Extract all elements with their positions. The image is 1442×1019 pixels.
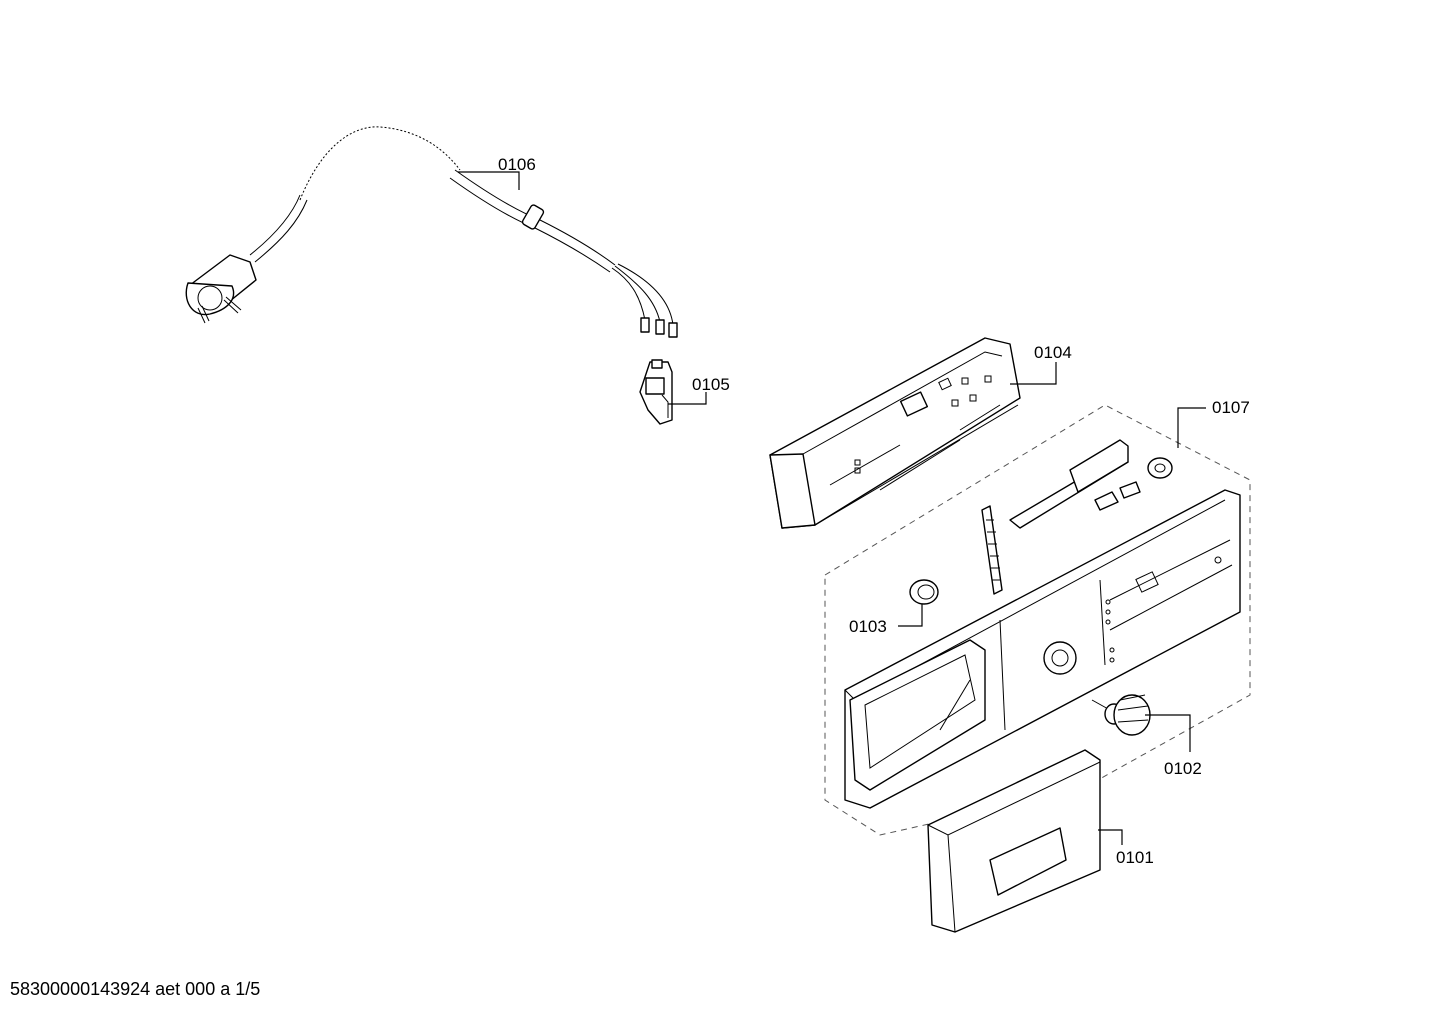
part-0102-callout: 0102 (1145, 714, 1202, 778)
selector-knob (1091, 694, 1151, 736)
part-0103-callout: 0103 (849, 604, 923, 636)
power-cord-assembly (185, 126, 678, 338)
part-label-0106: 0106 (498, 155, 536, 174)
strain-relief-clip (639, 359, 673, 425)
part-0104-callout: 0104 (1010, 343, 1072, 385)
control-panel-fascia (844, 489, 1241, 809)
mounting-clips (1094, 481, 1141, 511)
part-label-0102: 0102 (1164, 759, 1202, 778)
part-label-0105: 0105 (692, 375, 730, 394)
part-label-0101: 0101 (1116, 848, 1154, 867)
part-0101-callout: 0101 (1098, 829, 1154, 867)
spacer-sleeve (1147, 457, 1173, 479)
assembly-group-outline (824, 404, 1251, 836)
comb-light-guide (981, 505, 1003, 595)
part-0105-callout: 0105 (668, 375, 730, 405)
part-0107-callout: 0107 (1177, 398, 1250, 448)
part-label-0107: 0107 (1212, 398, 1250, 417)
control-module-housing (769, 337, 1021, 529)
light-guide-bar (1009, 439, 1129, 529)
part-label-0104: 0104 (1034, 343, 1072, 362)
drawing-reference-number: 58300000143924 aet 000 a 1/5 (10, 979, 261, 999)
part-label-0103: 0103 (849, 617, 887, 636)
push-button (909, 579, 939, 605)
part-0106-callout: 0106 (458, 155, 536, 190)
dispenser-drawer-front (927, 749, 1101, 933)
